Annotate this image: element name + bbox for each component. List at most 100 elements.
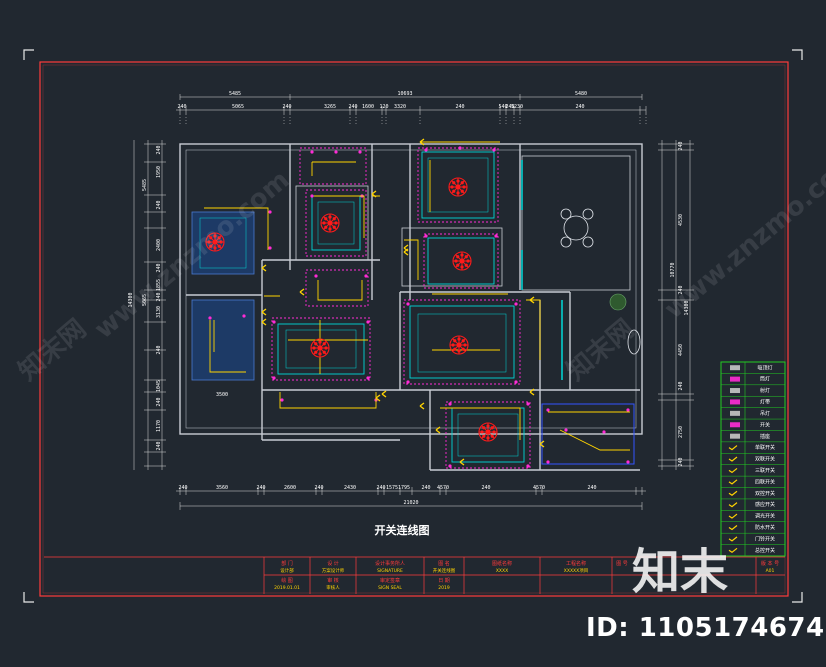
- downlight-icon: [526, 464, 530, 468]
- legend-label: 吊灯: [760, 410, 770, 417]
- legend-label: 插座: [760, 433, 770, 440]
- switch-icon: [403, 244, 409, 252]
- downlight-icon: [424, 234, 428, 238]
- downlight-icon: [366, 320, 370, 324]
- drawing-id-label: ID: 1105174674: [586, 613, 825, 643]
- downlight-icon: [272, 320, 276, 324]
- downlight-icon: [602, 430, 606, 434]
- dim-top-inner-label: 1600: [362, 104, 374, 110]
- downlight-icon: [424, 148, 428, 152]
- dim-interior-label: 3500: [216, 392, 228, 398]
- wall-switches: [261, 138, 545, 466]
- dim-bottom-inner-label: 240: [481, 485, 490, 491]
- legend-label: 射灯: [760, 387, 770, 394]
- downlight-icon: [366, 376, 370, 380]
- dim-bottom-inner-label: 4570: [437, 485, 449, 491]
- legend-label: 灯带: [760, 399, 770, 406]
- legend-row: 防水开关: [728, 524, 775, 531]
- dim-top-outer-label: 5485: [229, 91, 241, 97]
- dim-bottom-inner-label: 1795: [398, 485, 410, 491]
- chandelier-icon: [320, 213, 340, 233]
- legend-symbol: [730, 410, 740, 416]
- legend-label: 单联开关: [755, 444, 775, 451]
- legend-label: 调光开关: [755, 513, 775, 520]
- dim-top-inner-label: 240: [455, 104, 464, 110]
- title-block: [44, 556, 785, 594]
- switch-icon: [261, 318, 267, 326]
- legend-label: 双控开关: [755, 490, 775, 497]
- dim-top-inner-label: 120: [379, 104, 388, 110]
- downlight-icon: [280, 398, 284, 402]
- legend-symbol: [728, 445, 738, 451]
- switch-icon: [403, 248, 409, 256]
- title-block-label: 工程名称: [566, 560, 586, 567]
- legend-row: 总控开关: [728, 547, 775, 554]
- dim-left-inner-label: 1170: [156, 420, 162, 432]
- downlight-icon: [448, 402, 452, 406]
- downlight-icon: [310, 150, 314, 154]
- title-block-label: 图 号: [616, 561, 628, 567]
- chandelier-icon: [205, 232, 225, 252]
- title-block-label: 设计事务所人: [375, 560, 405, 567]
- legend-symbol: [730, 422, 740, 428]
- legend-label: 筒灯: [760, 376, 770, 383]
- title-block-value: 审核人: [326, 584, 340, 591]
- chandelier-icon: [452, 251, 472, 271]
- dim-top-inner-label: 3320: [394, 104, 406, 110]
- dim-top-inner-label: 540: [498, 104, 507, 110]
- light-fixtures: [208, 146, 630, 469]
- title-block-value: 2019.01.01: [274, 585, 300, 591]
- downlight-icon: [458, 146, 462, 150]
- dim-left-mid-label: 5065: [142, 294, 148, 306]
- dim-top-inner-label: 240: [177, 104, 186, 110]
- downlight-icon: [526, 402, 530, 406]
- legend-label: 四联开关: [755, 478, 775, 485]
- dim-right-inner-label: 240: [678, 457, 684, 466]
- dining-table-icon: [560, 208, 594, 248]
- dim-top-inner-label: 240: [348, 104, 357, 110]
- legend-row: 三联开关: [728, 467, 775, 474]
- dim-right-inner-label: 240: [678, 141, 684, 150]
- legend-symbol: [730, 365, 740, 371]
- downlight-icon: [406, 380, 410, 384]
- switch-icon: [419, 402, 425, 410]
- legend-row: 感应开关: [728, 501, 775, 508]
- legend-label: 门铃开关: [755, 535, 775, 542]
- downlight-icon: [314, 274, 318, 278]
- title-block-value: 开关连线图: [433, 567, 456, 574]
- legend-symbol: [730, 399, 740, 405]
- watermark-brand: 知末: [632, 544, 729, 600]
- legend-symbol: [728, 502, 738, 508]
- downlight-icon: [364, 274, 368, 278]
- dim-bottom-inner-label: 240: [314, 485, 323, 491]
- title-block-value: 方案设计师: [322, 567, 345, 574]
- legend-symbol: [728, 479, 738, 485]
- dim-left-inner-label: 2400: [156, 239, 162, 251]
- legend-symbol: [728, 547, 738, 554]
- legend-symbol: [728, 490, 738, 496]
- dimension-lines: [133, 94, 694, 510]
- title-block-label: 设 计: [327, 560, 339, 567]
- title-block-value: A01: [766, 568, 775, 574]
- switch-icon: [261, 264, 267, 272]
- title-block-value: XXXX: [496, 568, 508, 574]
- legend-symbol: [728, 513, 738, 519]
- downlight-icon: [564, 428, 568, 432]
- dim-bottom-inner-label: 240: [256, 485, 265, 491]
- legend-row: 射灯: [730, 387, 770, 394]
- downlight-icon: [358, 150, 362, 154]
- dim-left-inner-label: 1855: [156, 279, 162, 291]
- legend-label: 总控开关: [755, 547, 775, 554]
- dim-left-inner-label: 240: [156, 292, 162, 301]
- dim-right-inner-label: 240: [678, 381, 684, 390]
- legend-row: 灯带: [730, 399, 770, 406]
- drawing-title: 开关连线图: [374, 524, 430, 537]
- dim-bottom-inner-label: 3560: [216, 485, 228, 491]
- legend-symbol: [730, 376, 740, 382]
- dim-bottom-inner-label: 240: [587, 485, 596, 491]
- legend-label: 双联开关: [755, 456, 775, 463]
- legend-row: 吊灯: [730, 410, 770, 417]
- title-block-label: 审定签章: [380, 577, 400, 584]
